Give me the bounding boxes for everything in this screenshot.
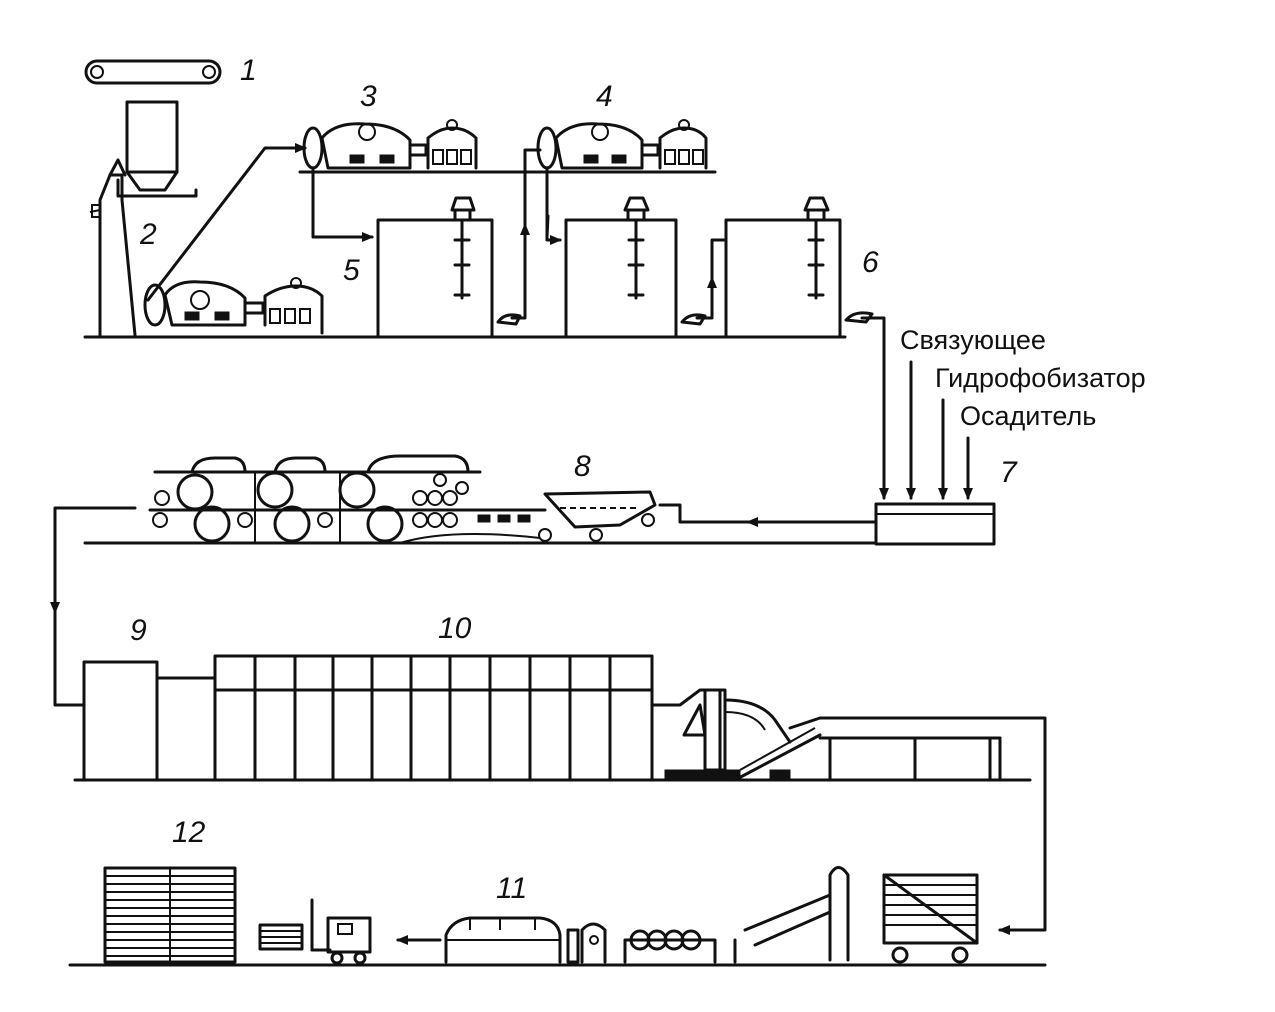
label-7: 7 [1000,456,1018,489]
unit-9 [82,660,217,782]
tank-middle [564,196,678,339]
conveyor-belt-1 [84,59,222,85]
lift-conveyor [733,866,850,964]
pump-outlet-2 [680,313,707,326]
label-9: 9 [130,614,147,647]
water-repellent-label: Гидрофобизатор [935,363,1146,393]
flow-to-6 [710,238,726,280]
label-1: 1 [240,54,257,87]
flow-3-to-5 [311,166,374,242]
cutting-unit [650,688,822,782]
binder-label: Связующее [900,325,1046,355]
headbox-8 [538,490,657,542]
tower-2 [89,158,137,337]
precipitant-label: Осадитель [960,401,1096,431]
pulper-lower [143,277,324,335]
tank-6 [724,196,842,339]
forming-machine [148,454,547,544]
dryer-10 [213,654,654,782]
label-6: 6 [862,246,879,279]
flow-4-to-tank [545,168,562,245]
flow-to-4 [523,148,542,227]
flow-to-8 [658,503,750,524]
label-10: 10 [438,612,472,645]
packer-11 [444,916,562,964]
flow-mid-up [695,276,717,320]
cart [882,873,979,964]
pulper-4 [536,119,708,170]
flow-6-to-7 [860,316,889,500]
flow-pulper-to-3 [146,143,307,302]
stacker [566,922,717,964]
flow-8-to-9 [50,506,137,614]
flow-to-row4 [998,740,1047,935]
hopper [116,100,198,198]
pump-outlet-3 [844,311,874,324]
label-11: 11 [496,872,527,905]
label-12: 12 [172,816,206,849]
warehouse-stack-12 [103,866,237,964]
flow-to-9 [53,610,86,707]
forklift [258,898,372,965]
roller-table [788,716,1047,782]
flow-5-up [510,223,530,320]
label-5: 5 [343,254,360,287]
mixer-7 [874,502,996,546]
pulper-3 [302,119,478,170]
pump-outlet-1 [496,313,522,326]
label-3: 3 [360,80,377,113]
label-2: 2 [139,218,157,251]
label-4: 4 [596,80,613,113]
tank-5 [376,196,494,339]
label-8: 8 [574,450,591,483]
